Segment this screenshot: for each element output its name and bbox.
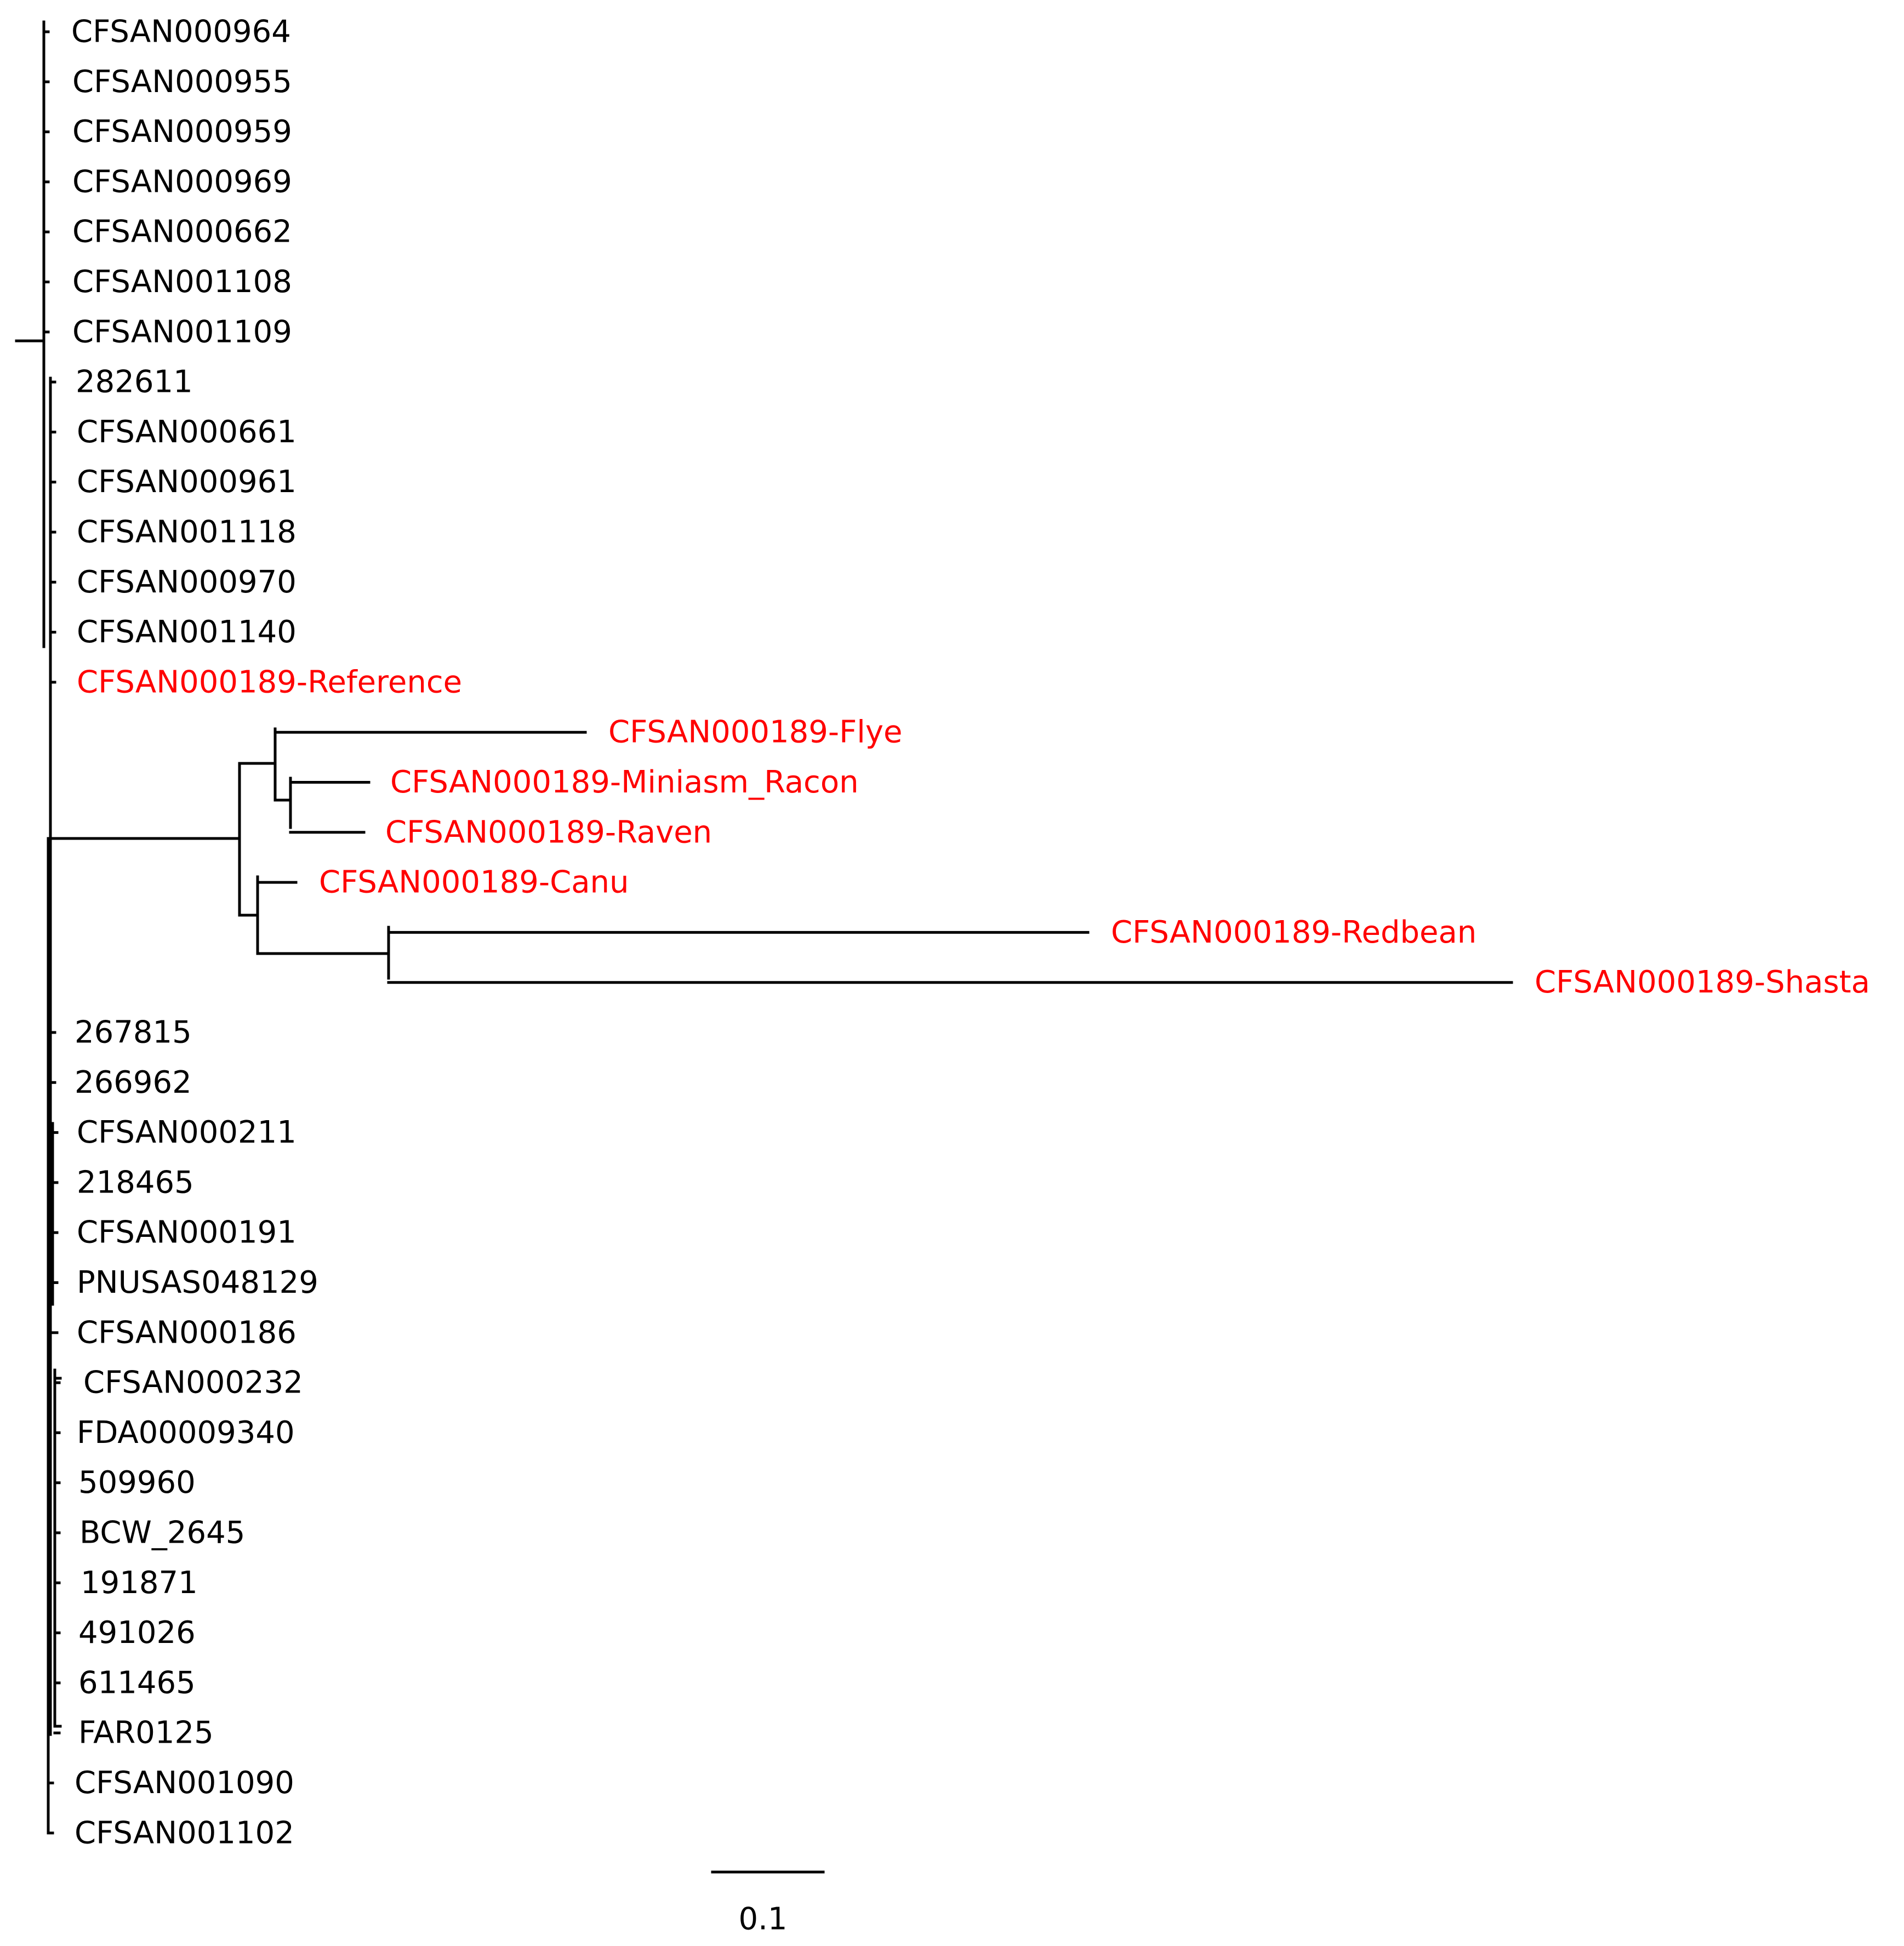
taxon-label: CFSAN001140 xyxy=(77,614,297,650)
taxon-label: CFSAN000970 xyxy=(77,564,297,600)
taxon-label: CFSAN000959 xyxy=(72,114,292,150)
taxon-label: CFSAN000189-Raven xyxy=(385,814,712,850)
taxon-label: PNUSAS048129 xyxy=(77,1265,318,1300)
taxon-label: CFSAN000189-Redbean xyxy=(1111,915,1477,950)
taxon-label: 218465 xyxy=(77,1165,194,1200)
taxon-label: CFSAN000189-Canu xyxy=(319,865,629,900)
taxon-label: CFSAN000189-Shasta xyxy=(1535,965,1870,1000)
taxon-label: FDA00009340 xyxy=(77,1415,295,1451)
taxon-label: CFSAN000955 xyxy=(72,64,292,100)
taxon-label: CFSAN000186 xyxy=(77,1315,297,1350)
taxon-label: CFSAN000662 xyxy=(72,214,292,250)
taxon-label: CFSAN000961 xyxy=(77,464,297,500)
scale-bar-label: 0.1 xyxy=(738,1902,787,1937)
taxon-label: 267815 xyxy=(75,1015,192,1051)
taxon-label: 282611 xyxy=(76,364,193,400)
taxon-label: CFSAN000232 xyxy=(83,1365,303,1401)
taxon-label: 191871 xyxy=(81,1565,198,1601)
taxon-label: CFSAN001102 xyxy=(75,1815,294,1851)
taxon-label: CFSAN001118 xyxy=(77,515,297,550)
taxon-label: 611465 xyxy=(78,1665,196,1700)
taxon-labels: CFSAN000964 CFSAN000955 CFSAN000959 CFSA… xyxy=(71,14,1870,1851)
taxon-label: CFSAN000211 xyxy=(77,1115,297,1150)
taxon-label: CFSAN000189-Reference xyxy=(77,664,462,700)
taxon-label: CFSAN000189-Flye xyxy=(608,715,902,750)
taxon-label: FAR0125 xyxy=(78,1715,214,1751)
taxon-label: CFSAN000661 xyxy=(77,414,297,450)
taxon-label: CFSAN001108 xyxy=(72,264,292,300)
taxon-label: CFSAN001090 xyxy=(75,1765,294,1801)
taxon-label: CFSAN000964 xyxy=(71,14,291,50)
taxon-label: CFSAN000191 xyxy=(77,1215,297,1251)
taxon-label: BCW_2645 xyxy=(79,1515,245,1551)
taxon-label: CFSAN000189-Miniasm_Racon xyxy=(390,764,859,800)
taxon-label: 509960 xyxy=(78,1465,196,1500)
taxon-label: CFSAN000969 xyxy=(72,164,292,199)
taxon-label: 266962 xyxy=(75,1065,192,1100)
taxon-label: 491026 xyxy=(78,1615,196,1651)
taxon-label: CFSAN001109 xyxy=(72,314,292,350)
